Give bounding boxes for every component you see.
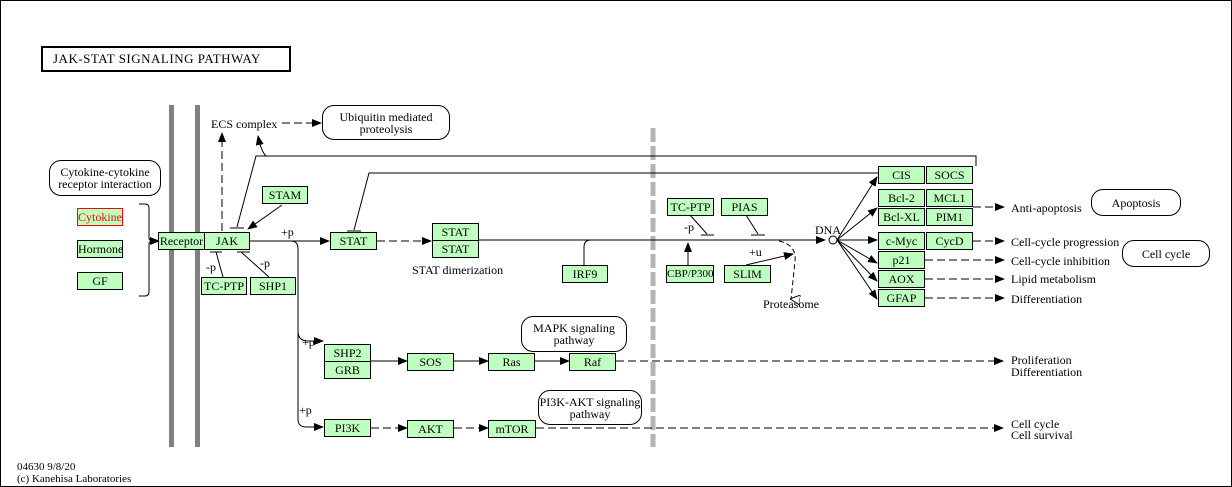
gene-irf9[interactable]: IRF9 (562, 265, 608, 283)
map-ubiquitin-proteolysis[interactable]: Ubiquitin mediated proteolysis (322, 105, 450, 140)
gene-grb[interactable]: GRB (324, 361, 371, 379)
gene-tc-ptp-nuc[interactable]: TC-PTP (667, 198, 714, 216)
map-mapk-signaling[interactable]: MAPK signaling pathway (521, 316, 627, 352)
label-proliferation-differentiation: Differentiation (1011, 365, 1083, 379)
label-minus-p-nuc: -p (684, 220, 694, 234)
label-proteasome: Proteasome (763, 297, 819, 311)
pathway-title: JAK-STAT SIGNALING PATHWAY (41, 46, 291, 72)
label-cell-cycle-progression: Cell-cycle progression (1011, 235, 1120, 249)
map-pi3k-akt-signaling[interactable]: PI3K-AKT signaling pathway (538, 390, 642, 425)
gene-socs[interactable]: SOCS (926, 166, 973, 184)
label-minus-p-shp1: -p (260, 256, 270, 270)
gene-akt[interactable]: AKT (407, 420, 454, 438)
map-apoptosis[interactable]: Apoptosis (1091, 189, 1181, 216)
footer: 04630 9/8/20 (c) Kanehisa Laboratories (17, 461, 131, 485)
gene-p21[interactable]: p21 (878, 251, 925, 269)
label-plus-p-jak: +p (281, 225, 294, 239)
gene-receptor[interactable]: Receptor (158, 232, 205, 250)
gene-shp2[interactable]: SHP2 (324, 344, 371, 362)
gene-aox[interactable]: AOX (878, 270, 925, 288)
label-cell-cycle-inhibition: Cell-cycle inhibition (1011, 254, 1110, 268)
label-proliferation: Proliferation (1011, 353, 1072, 367)
label-cell-survival: Cell survival (1011, 428, 1073, 442)
gene-tc-ptp-cyto[interactable]: TC-PTP (201, 277, 247, 295)
gene-mtor[interactable]: mTOR (488, 420, 536, 438)
label-differentiation: Differentiation (1011, 292, 1083, 306)
gene-bcl-xl[interactable]: Bcl-XL (878, 208, 925, 226)
gene-cbp-p300[interactable]: CBP/P300 (666, 265, 714, 283)
label-plus-u: +u (749, 245, 762, 259)
label-anti-apoptosis: Anti-apoptosis (1011, 201, 1082, 215)
gene-gfap[interactable]: GFAP (878, 289, 925, 307)
label-cell-cycle-out: Cell cycle (1011, 417, 1060, 431)
gene-pi3k[interactable]: PI3K (324, 419, 371, 437)
label-plus-p-shp2: +p (302, 335, 315, 349)
gene-stat-dimer-a[interactable]: STAT (432, 223, 479, 241)
gene-cytokine[interactable]: Cytokine (77, 208, 123, 226)
gene-c-myc[interactable]: c-Myc (878, 232, 925, 250)
label-stat-dimerization: STAT dimerization (412, 263, 504, 277)
gene-bcl-2[interactable]: Bcl-2 (878, 189, 925, 207)
gene-cycd[interactable]: CycD (926, 232, 973, 250)
gene-gf[interactable]: GF (77, 272, 123, 290)
label-ecs-complex: ECS complex (211, 117, 278, 131)
gene-ras[interactable]: Ras (488, 353, 535, 371)
gene-stat-dimer-b[interactable]: STAT (432, 240, 479, 258)
footer-copyright: (c) Kanehisa Laboratories (17, 473, 132, 485)
ligand-bracket (139, 203, 154, 297)
gene-hormone[interactable]: Hormone (77, 240, 124, 258)
gene-stat[interactable]: STAT (330, 232, 377, 250)
gene-pim1[interactable]: PIM1 (926, 208, 973, 226)
footer-id-date: 04630 9/8/20 (17, 461, 76, 473)
gene-slim[interactable]: SLIM (724, 265, 771, 283)
gene-stam[interactable]: STAM (262, 186, 308, 204)
label-lipid-metabolism: Lipid metabolism (1011, 272, 1096, 286)
gene-mcl1[interactable]: MCL1 (926, 189, 973, 207)
gene-sos[interactable]: SOS (407, 353, 454, 371)
cell-membrane-inner (195, 105, 200, 447)
cell-membrane-outer (169, 105, 174, 447)
label-plus-p-pi3k: +p (299, 403, 312, 417)
gene-raf[interactable]: Raf (569, 353, 616, 371)
gene-pias[interactable]: PIAS (721, 198, 768, 216)
map-cell-cycle[interactable]: Cell cycle (1122, 240, 1210, 267)
gene-shp1[interactable]: SHP1 (250, 277, 296, 295)
label-dna: DNA (815, 223, 841, 237)
gene-jak[interactable]: JAK (204, 232, 250, 250)
label-minus-p-tcptp: -p (206, 260, 216, 274)
map-cytokine-receptor[interactable]: Cytokine-cytokine receptor interaction (49, 160, 161, 196)
gene-cis[interactable]: CIS (878, 166, 925, 184)
